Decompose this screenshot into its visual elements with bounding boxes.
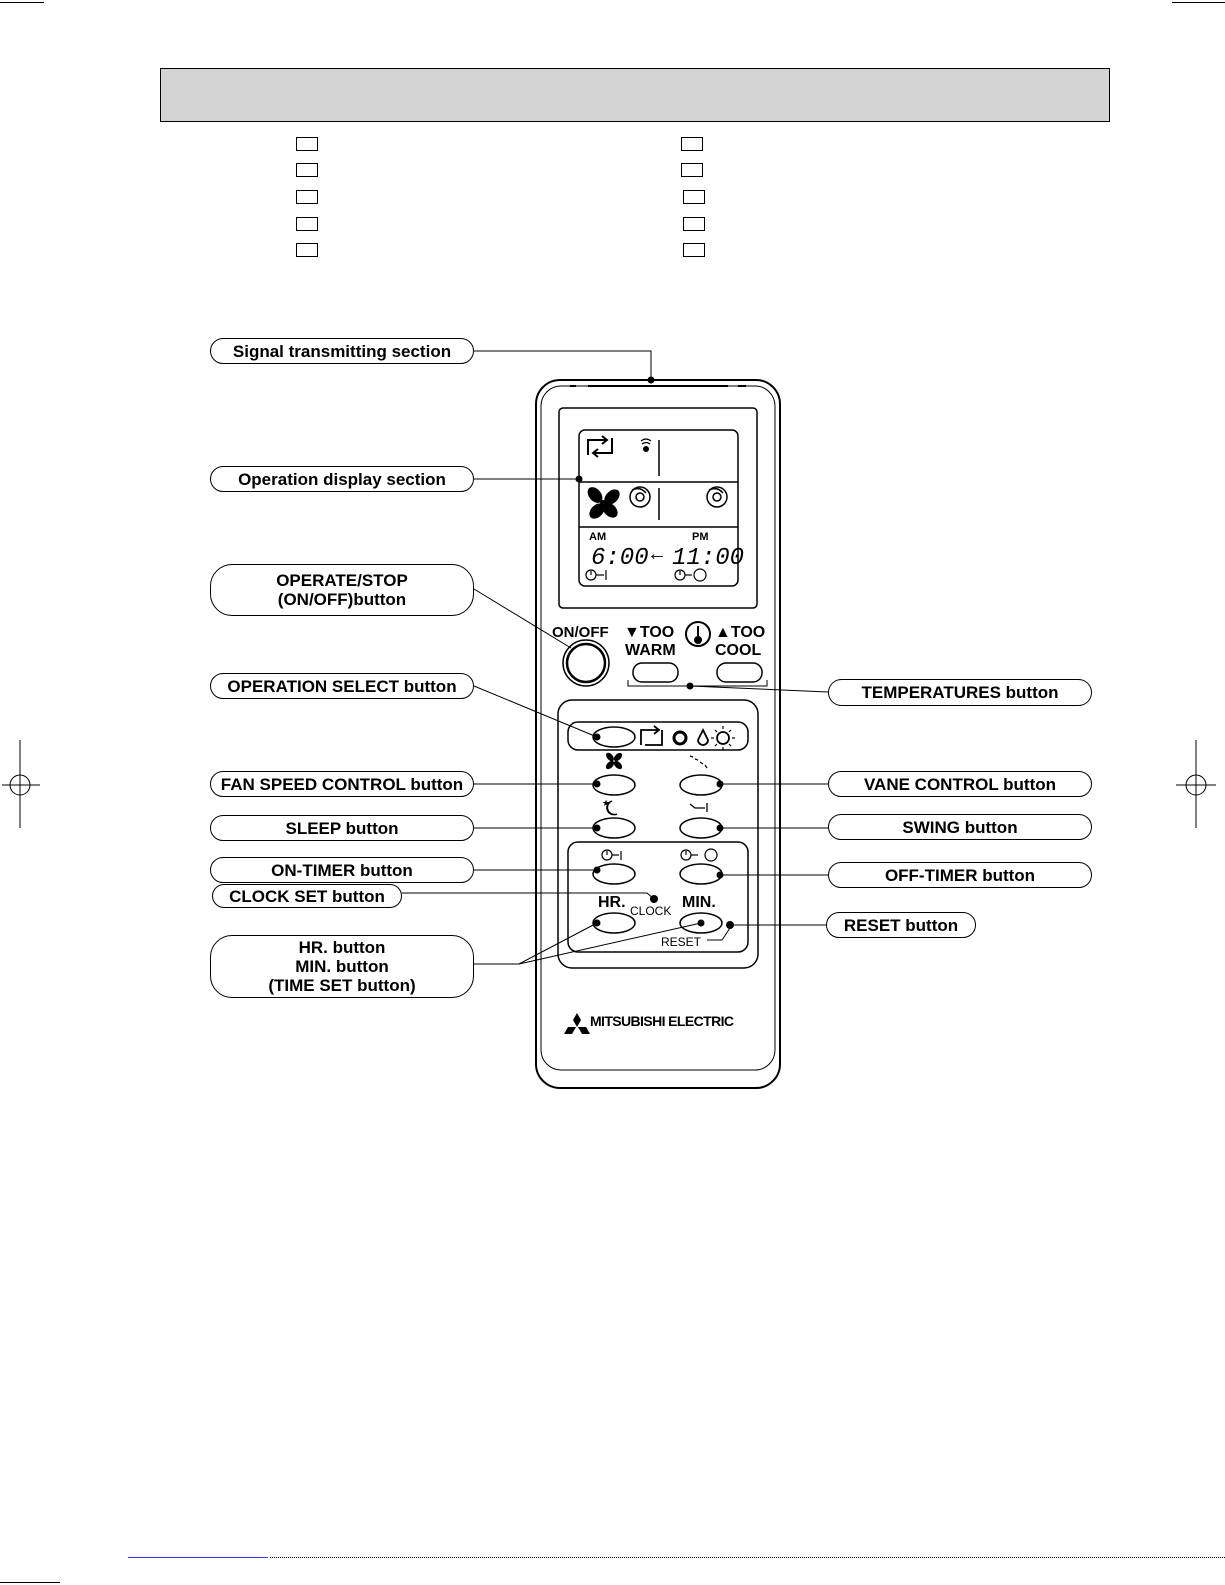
vane-icon xyxy=(689,755,708,769)
callout-temperatures: TEMPERATURES button xyxy=(828,679,1092,706)
index-box-left-1 xyxy=(296,137,318,151)
on-off-label: ON/OFF xyxy=(552,624,609,641)
index-box-right-4 xyxy=(683,217,705,231)
callout-on-timer: ON-TIMER button xyxy=(210,857,474,883)
registration-mark-left xyxy=(2,740,40,828)
callout-clock-set: CLOCK SET button xyxy=(212,884,402,908)
sleep-icon: ★ xyxy=(602,798,618,816)
too-warm-label-1: ▼TOO xyxy=(624,624,674,641)
remote-body xyxy=(535,379,781,1089)
callout-reset: RESET button xyxy=(826,912,976,938)
too-cool-label-1: ▲TOO xyxy=(715,624,765,641)
display-arrow: ← xyxy=(647,543,667,565)
signal-icon xyxy=(640,438,652,452)
crop-mark-top-left xyxy=(0,2,44,3)
off-timer-icon xyxy=(680,848,718,862)
svg-text:★: ★ xyxy=(602,798,610,808)
operation-select-button-illustration xyxy=(592,726,636,748)
min-label: MIN. xyxy=(682,894,716,911)
index-box-right-3 xyxy=(683,190,705,204)
hr-label: HR. xyxy=(598,894,626,911)
callout-operation-display: Operation display section xyxy=(210,466,474,492)
swing-icon xyxy=(689,803,708,812)
temperature-buttons-illustration xyxy=(632,662,763,683)
swirl-icon-left xyxy=(629,486,651,508)
callout-vane-control: VANE CONTROL button xyxy=(828,771,1092,797)
index-box-right-2 xyxy=(681,163,703,177)
fan-icon xyxy=(587,487,620,519)
too-cool-label-2: COOL xyxy=(715,642,761,659)
registration-mark-right xyxy=(1176,740,1216,828)
index-box-left-4 xyxy=(296,217,318,231)
callout-operate-stop: OPERATE/STOP(ON/OFF)button xyxy=(210,564,474,616)
clock-label: CLOCK xyxy=(630,904,671,918)
display-frame xyxy=(558,407,758,609)
reset-label: RESET xyxy=(661,935,702,949)
footer-link-line xyxy=(128,1557,268,1558)
index-box-right-1 xyxy=(681,137,703,151)
index-box-left-5 xyxy=(296,243,318,257)
display-on-time: 6:00 xyxy=(591,545,649,572)
display-off-time: 11:00 xyxy=(672,545,744,572)
auto-mode-icon xyxy=(587,435,613,458)
callout-off-timer: OFF-TIMER button xyxy=(828,862,1092,888)
index-box-left-2 xyxy=(296,163,318,177)
crop-mark-bottom-left xyxy=(0,1582,60,1583)
section-header-bar xyxy=(160,68,1110,122)
reset-leader xyxy=(707,927,731,941)
callout-operation-select: OPERATION SELECT button xyxy=(210,673,474,699)
footer-dotted-rule xyxy=(270,1557,1225,1558)
callout-swing: SWING button xyxy=(828,814,1092,840)
index-box-left-3 xyxy=(296,190,318,204)
on-timer-display-icon xyxy=(585,569,607,581)
on-off-button-illustration xyxy=(562,639,610,687)
callout-sleep: SLEEP button xyxy=(210,815,474,841)
off-timer-display-icon xyxy=(674,568,707,582)
mitsubishi-logo xyxy=(564,1013,590,1034)
thermometer-icon xyxy=(685,621,711,647)
display-pm-label: PM xyxy=(692,531,709,543)
callout-signal-transmitting: Signal transmitting section xyxy=(210,338,474,364)
mode-icons xyxy=(640,725,735,750)
fan-speed-icon xyxy=(605,752,623,770)
lower-panel xyxy=(557,699,759,969)
on-timer-icon xyxy=(601,849,622,861)
index-box-right-5 xyxy=(683,243,705,257)
too-warm-label-2: WARM xyxy=(625,642,676,659)
leader-lines xyxy=(402,350,829,965)
brand-name: MITSUBISHI ELECTRIC xyxy=(590,1013,734,1029)
crop-mark-top-right xyxy=(1172,2,1225,3)
swirl-icon-right xyxy=(706,486,728,508)
display-am-label: AM xyxy=(589,531,606,543)
callout-fan-speed-control: FAN SPEED CONTROL button xyxy=(210,771,474,797)
